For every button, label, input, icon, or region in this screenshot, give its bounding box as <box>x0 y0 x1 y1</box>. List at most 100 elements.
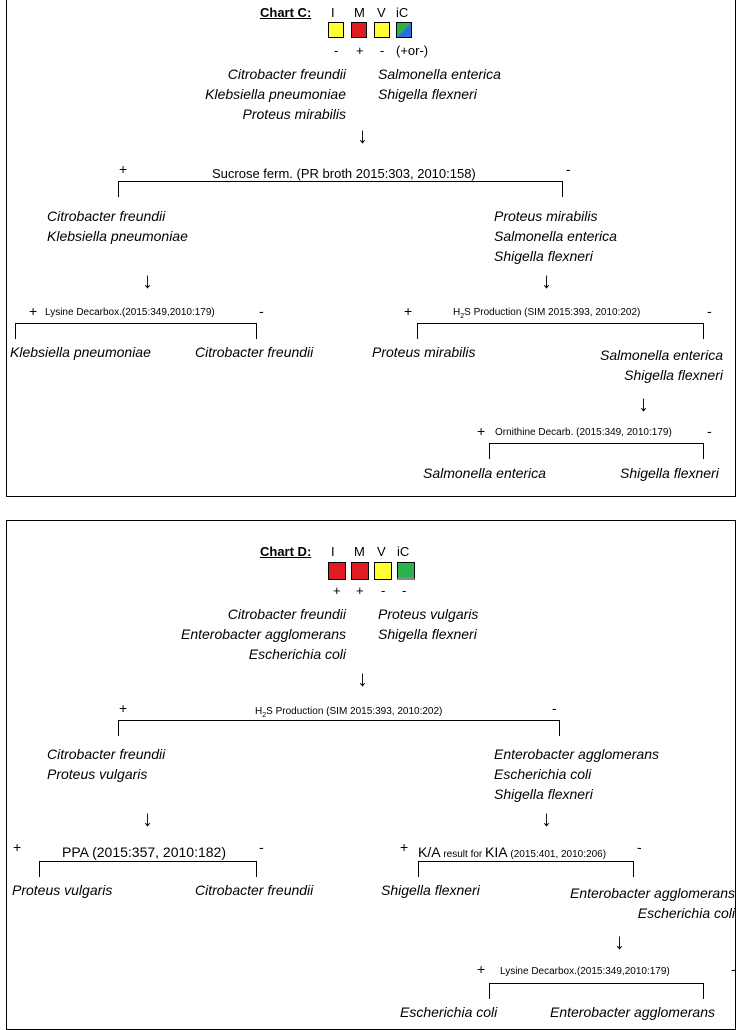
bracket-line <box>15 323 16 339</box>
chart-c-test-i: I <box>331 5 335 20</box>
bracket-line <box>118 720 119 736</box>
sucrose-bracket <box>118 181 563 182</box>
kia-bracket <box>418 861 634 862</box>
h2s-sub: 2 <box>262 712 267 719</box>
lysine-d-negative: Enterobacter agglomerans <box>550 1004 715 1020</box>
h2s-d-test-label: H2S Production (SIM 2015:393, 2010:202) <box>255 706 443 720</box>
chart-c-box-m <box>351 22 367 38</box>
organism: Shigella flexneri <box>378 86 477 102</box>
chart-d-test-v: V <box>377 544 386 559</box>
chart-c-start-left-list: Citrobacter freundii Klebsiella pneumoni… <box>150 64 346 124</box>
h2s-rest: S Production (SIM 2015:393, 2010:202) <box>464 307 641 318</box>
organism: Proteus mirabilis <box>242 106 346 122</box>
ornithine-test-label: Ornithine Decarb. (2015:349, 2010:179) <box>495 427 672 438</box>
ppa-negative: Citrobacter freundii <box>195 882 314 898</box>
down-arrow-icon: ↓ <box>357 123 368 148</box>
chart-d-test-i: I <box>331 544 335 559</box>
organism: Escherichia coli <box>637 905 735 921</box>
chart-c-title: Chart C: <box>260 5 312 20</box>
ppa-bracket <box>39 861 257 862</box>
chart-d-panel <box>6 520 736 1030</box>
h2s-c-test-label: H2S Production (SIM 2015:393, 2010:202) <box>453 307 641 321</box>
chart-c-box-ic <box>396 22 412 38</box>
h2s-c-minus: - <box>707 303 712 319</box>
chart-d-sign-v: - <box>381 583 386 598</box>
bracket-line <box>417 323 418 339</box>
organism: Klebsiella pneumoniae <box>205 86 346 102</box>
bracket-line <box>703 443 704 459</box>
chart-c-test-ic: iC <box>396 5 409 20</box>
chart-d-sign-ic: - <box>402 583 407 598</box>
h2s-d-plus: + <box>119 700 128 716</box>
h2s-h: H <box>453 307 461 318</box>
organism: Escherichia coli <box>248 646 346 662</box>
organism: Shigella flexneri <box>494 248 593 264</box>
chart-c-sign-m: + <box>356 43 364 58</box>
organism: Shigella flexneri <box>378 626 477 642</box>
organism: Klebsiella pneumoniae <box>47 228 188 244</box>
down-arrow-icon: ↓ <box>638 391 649 416</box>
kia-positive: Shigella flexneri <box>381 882 480 898</box>
chart-d-box-m <box>351 562 369 580</box>
ppa-positive: Proteus vulgaris <box>12 882 113 898</box>
chart-c-sign-v: - <box>380 43 385 58</box>
h2s-d-minus: - <box>552 700 557 716</box>
bracket-line <box>418 861 419 877</box>
down-arrow-icon: ↓ <box>614 929 625 954</box>
ornithine-negative: Shigella flexneri <box>620 465 719 481</box>
organism: Salmonella enterica <box>600 347 723 363</box>
sucrose-test-label: Sucrose ferm. (PR broth 2015:303, 2010:1… <box>212 166 476 181</box>
chart-d-sign-m: + <box>356 583 364 598</box>
chart-d-box-ic <box>397 562 415 580</box>
ornithine-plus: + <box>477 423 486 439</box>
organism: Citrobacter freundii <box>227 66 346 82</box>
kia-result-for: result for <box>440 849 486 860</box>
chart-d-box-v <box>374 562 392 580</box>
organism: Proteus mirabilis <box>494 208 598 224</box>
lysine-c-positive: Klebsiella pneumoniae <box>10 344 151 360</box>
h2s-d-bracket <box>118 720 560 721</box>
h2s-rest: S Production (SIM 2015:393, 2010:202) <box>266 706 443 717</box>
chart-c-sign-i: - <box>334 43 339 58</box>
down-arrow-icon: ↓ <box>357 666 368 691</box>
bracket-line <box>703 323 704 339</box>
chart-d-sign-i: + <box>333 583 341 598</box>
chart-d-box-i <box>328 562 346 580</box>
organism: Citrobacter freundii <box>47 746 166 762</box>
chart-c-sign-ic: (+or-) <box>396 43 429 58</box>
bracket-line <box>559 720 560 736</box>
h2s-c-negative-list: Salmonella enterica Shigella flexneri <box>520 345 723 385</box>
chart-d-test-m: M <box>354 544 365 559</box>
sucrose-negative-list: Proteus mirabilis Salmonella enterica Sh… <box>494 206 617 266</box>
lysine-d-test-label: Lysine Decarbox.(2015:349,2010:179) <box>500 966 670 977</box>
chart-c-test-v: V <box>377 5 386 20</box>
down-arrow-icon: ↓ <box>142 806 153 831</box>
organism: Citrobacter freundii <box>227 606 346 622</box>
bracket-line <box>489 443 490 459</box>
kia-kia: KIA <box>485 844 508 860</box>
lysine-c-bracket <box>15 323 257 324</box>
organism: Enterobacter agglomerans <box>181 626 346 642</box>
organism: Citrobacter freundii <box>47 208 166 224</box>
chart-c-box-v <box>374 22 390 38</box>
bracket-line <box>39 861 40 877</box>
h2s-d-positive-list: Citrobacter freundii Proteus vulgaris <box>47 744 165 784</box>
organism: Proteus vulgaris <box>47 766 148 782</box>
ornithine-minus: - <box>707 423 712 439</box>
organism: Salmonella enterica <box>494 228 617 244</box>
sucrose-plus: + <box>119 161 128 177</box>
kia-ka: K/A <box>418 844 441 860</box>
chart-c-test-m: M <box>354 5 365 20</box>
lysine-c-negative: Citrobacter freundii <box>195 344 314 360</box>
sucrose-positive-list: Citrobacter freundii Klebsiella pneumoni… <box>47 206 188 246</box>
h2s-c-positive: Proteus mirabilis <box>372 344 476 360</box>
kia-negative-list: Enterobacter agglomerans Escherichia col… <box>520 883 735 923</box>
h2s-h: H <box>255 706 263 717</box>
ppa-test-label: PPA (2015:357, 2010:182) <box>62 844 226 860</box>
kia-test-label: K/A result for KIA (2015:401, 2010:206) <box>418 845 606 861</box>
lysine-d-bracket <box>489 983 704 984</box>
chart-d-test-ic: iC <box>397 544 410 559</box>
bracket-line <box>633 861 634 877</box>
h2s-sub: 2 <box>460 313 465 320</box>
bracket-line <box>489 983 490 999</box>
